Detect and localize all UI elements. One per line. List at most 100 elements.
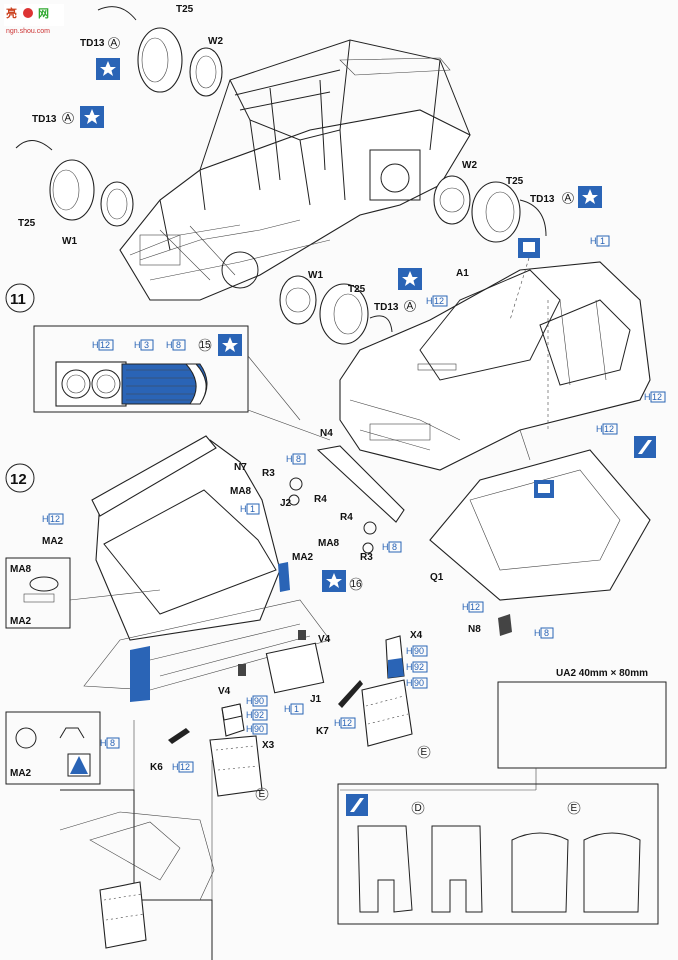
svg-text:16: 16 — [351, 579, 363, 590]
svg-text:H: H — [240, 504, 247, 514]
chassis-illustration — [119, 39, 471, 301]
label-t25: T25 — [176, 4, 194, 15]
svg-text:90: 90 — [414, 646, 424, 656]
label-ma2: MA2 — [10, 616, 32, 627]
svg-text:12: 12 — [652, 392, 662, 402]
svg-text:90: 90 — [254, 724, 264, 734]
label-a1: A1 — [456, 268, 469, 279]
svg-text:8: 8 — [110, 738, 115, 748]
label-w2: W2 — [208, 36, 223, 47]
svg-text:H: H — [596, 424, 603, 434]
label-q1: Q1 — [430, 572, 444, 583]
svg-text:12: 12 — [470, 602, 480, 612]
svg-text:12: 12 — [50, 514, 60, 524]
svg-text:H: H — [534, 628, 541, 638]
svg-text:A: A — [407, 301, 414, 312]
svg-text:90: 90 — [414, 678, 424, 688]
cement-inset: MA2 — [5, 711, 101, 785]
label-v4: V4 — [318, 634, 331, 645]
label-ma8: MA8 — [230, 486, 252, 497]
label-r3: R3 — [360, 552, 373, 563]
label-n8: N8 — [468, 624, 481, 635]
svg-text:H: H — [334, 718, 341, 728]
svg-text:8: 8 — [392, 542, 397, 552]
label-ma8: MA8 — [318, 538, 340, 549]
label-td13: TD13 — [32, 114, 57, 125]
tyre-group — [15, 6, 547, 345]
label-r4: R4 — [314, 494, 327, 505]
star-icon — [326, 573, 342, 588]
svg-text:A: A — [565, 193, 572, 204]
star-icon — [582, 189, 598, 204]
label-j2: J2 — [280, 498, 292, 509]
svg-text:8: 8 — [544, 628, 549, 638]
svg-text:1: 1 — [600, 236, 605, 246]
label-w2: W2 — [462, 160, 477, 171]
svg-text:12: 12 — [342, 718, 352, 728]
label-k6: K6 — [150, 762, 163, 773]
labels-wheels: T25 W2 TD13 A TD13 A T25 W1 W2 T25 TD13 … — [18, 4, 602, 313]
label-x3: X3 — [262, 740, 275, 751]
svg-text:15: 15 — [200, 340, 212, 351]
label-ma2: MA2 — [10, 768, 32, 779]
svg-text:1: 1 — [294, 704, 299, 714]
svg-text:E: E — [259, 789, 266, 800]
svg-text:H: H — [172, 762, 179, 772]
svg-text:网: 网 — [38, 7, 49, 20]
label-t25: T25 — [18, 218, 36, 229]
star-icon — [402, 271, 418, 286]
star-icon — [84, 109, 100, 124]
svg-text:H: H — [166, 340, 173, 350]
svg-text:92: 92 — [254, 710, 264, 720]
svg-text:H: H — [462, 602, 469, 612]
label-r3: R3 — [262, 468, 275, 479]
svg-text:H: H — [426, 296, 433, 306]
step-number: 11 — [10, 291, 26, 308]
star-icon — [222, 337, 238, 352]
svg-text:H: H — [284, 704, 291, 714]
svg-text:H: H — [246, 696, 253, 706]
step-12: 12 N7 MA8 J2 MA8 MA2 MA2 V4 V4 J1 X3 X4 … — [5, 435, 423, 773]
cutout-panel: UA2 40mm × 80mm D E — [337, 668, 667, 925]
mudflaps: E E — [209, 679, 431, 801]
svg-text:90: 90 — [254, 696, 264, 706]
label-ma8: MA8 — [10, 564, 32, 575]
svg-text:H: H — [92, 340, 99, 350]
svg-text:1: 1 — [250, 504, 255, 514]
label-ma2: MA2 — [292, 552, 314, 563]
label-j1: J1 — [310, 694, 322, 705]
svg-text:H: H — [100, 738, 107, 748]
svg-text:H: H — [406, 662, 413, 672]
label-t25: T25 — [348, 284, 366, 295]
svg-text:E: E — [571, 803, 578, 814]
label-w1: W1 — [62, 236, 77, 247]
svg-text:12: 12 — [180, 762, 190, 772]
svg-text:H: H — [644, 392, 651, 402]
svg-text:H: H — [406, 678, 413, 688]
svg-text:H: H — [286, 454, 293, 464]
svg-text:E: E — [421, 747, 428, 758]
hinge-inset: MA8 MA2 — [5, 557, 161, 629]
svg-text:3: 3 — [144, 340, 149, 350]
svg-text:A: A — [111, 38, 118, 49]
label-r4: R4 — [340, 512, 353, 523]
svg-text:H: H — [590, 236, 597, 246]
svg-text:亮: 亮 — [6, 6, 17, 20]
svg-text:92: 92 — [414, 662, 424, 672]
label-x4: X4 — [410, 630, 423, 641]
svg-text:8: 8 — [296, 454, 301, 464]
svg-text:H: H — [42, 514, 49, 524]
label-n4: N4 — [320, 428, 333, 439]
watermark-url: ngn.shou.com — [6, 28, 50, 35]
panel-title: UA2 40mm × 80mm — [556, 668, 648, 679]
step-number: 12 — [10, 471, 27, 488]
svg-text:12: 12 — [604, 424, 614, 434]
svg-text:D: D — [415, 803, 422, 814]
label-k7: K7 — [316, 726, 329, 737]
label-n7: N7 — [234, 462, 247, 473]
